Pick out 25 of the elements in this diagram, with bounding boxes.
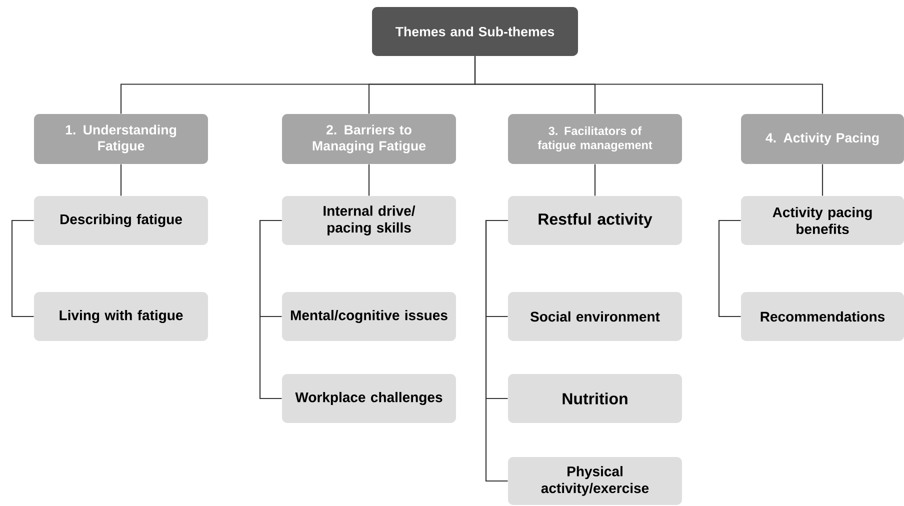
connector-line — [485, 220, 508, 482]
theme-box: 4. Activity Pacing — [741, 114, 904, 164]
root-box: Themes and Sub-themes — [372, 7, 578, 56]
subtheme-box: Restful activity — [508, 196, 682, 245]
subtheme-box: Internal drive/ pacing skills — [282, 196, 456, 245]
connector-line — [11, 220, 34, 318]
subtheme-box: Living with fatigue — [34, 292, 208, 341]
subtheme-box: Workplace challenges — [282, 374, 456, 423]
subtheme-box: Nutrition — [508, 374, 682, 423]
theme-box: 3. Facilitators of fatigue management — [508, 114, 682, 164]
subtheme-box: Activity pacing benefits — [741, 196, 904, 245]
connector-line — [822, 164, 824, 196]
theme-box: 2. Barriers to Managing Fatigue — [282, 114, 456, 164]
connector-line — [474, 56, 824, 114]
subtheme-box: Describing fatigue — [34, 196, 208, 245]
connector-line — [368, 164, 370, 196]
subtheme-box: Mental/cognitive issues — [282, 292, 456, 341]
connector-line — [594, 164, 596, 196]
subtheme-box: Social environment — [508, 292, 682, 341]
connector-line — [259, 220, 282, 400]
subtheme-box: Recommendations — [741, 292, 904, 341]
theme-box: 1. Understanding Fatigue — [34, 114, 208, 164]
connector-line — [120, 164, 122, 196]
subtheme-box: Physical activity/exercise — [508, 457, 682, 505]
connector-line — [718, 220, 741, 318]
